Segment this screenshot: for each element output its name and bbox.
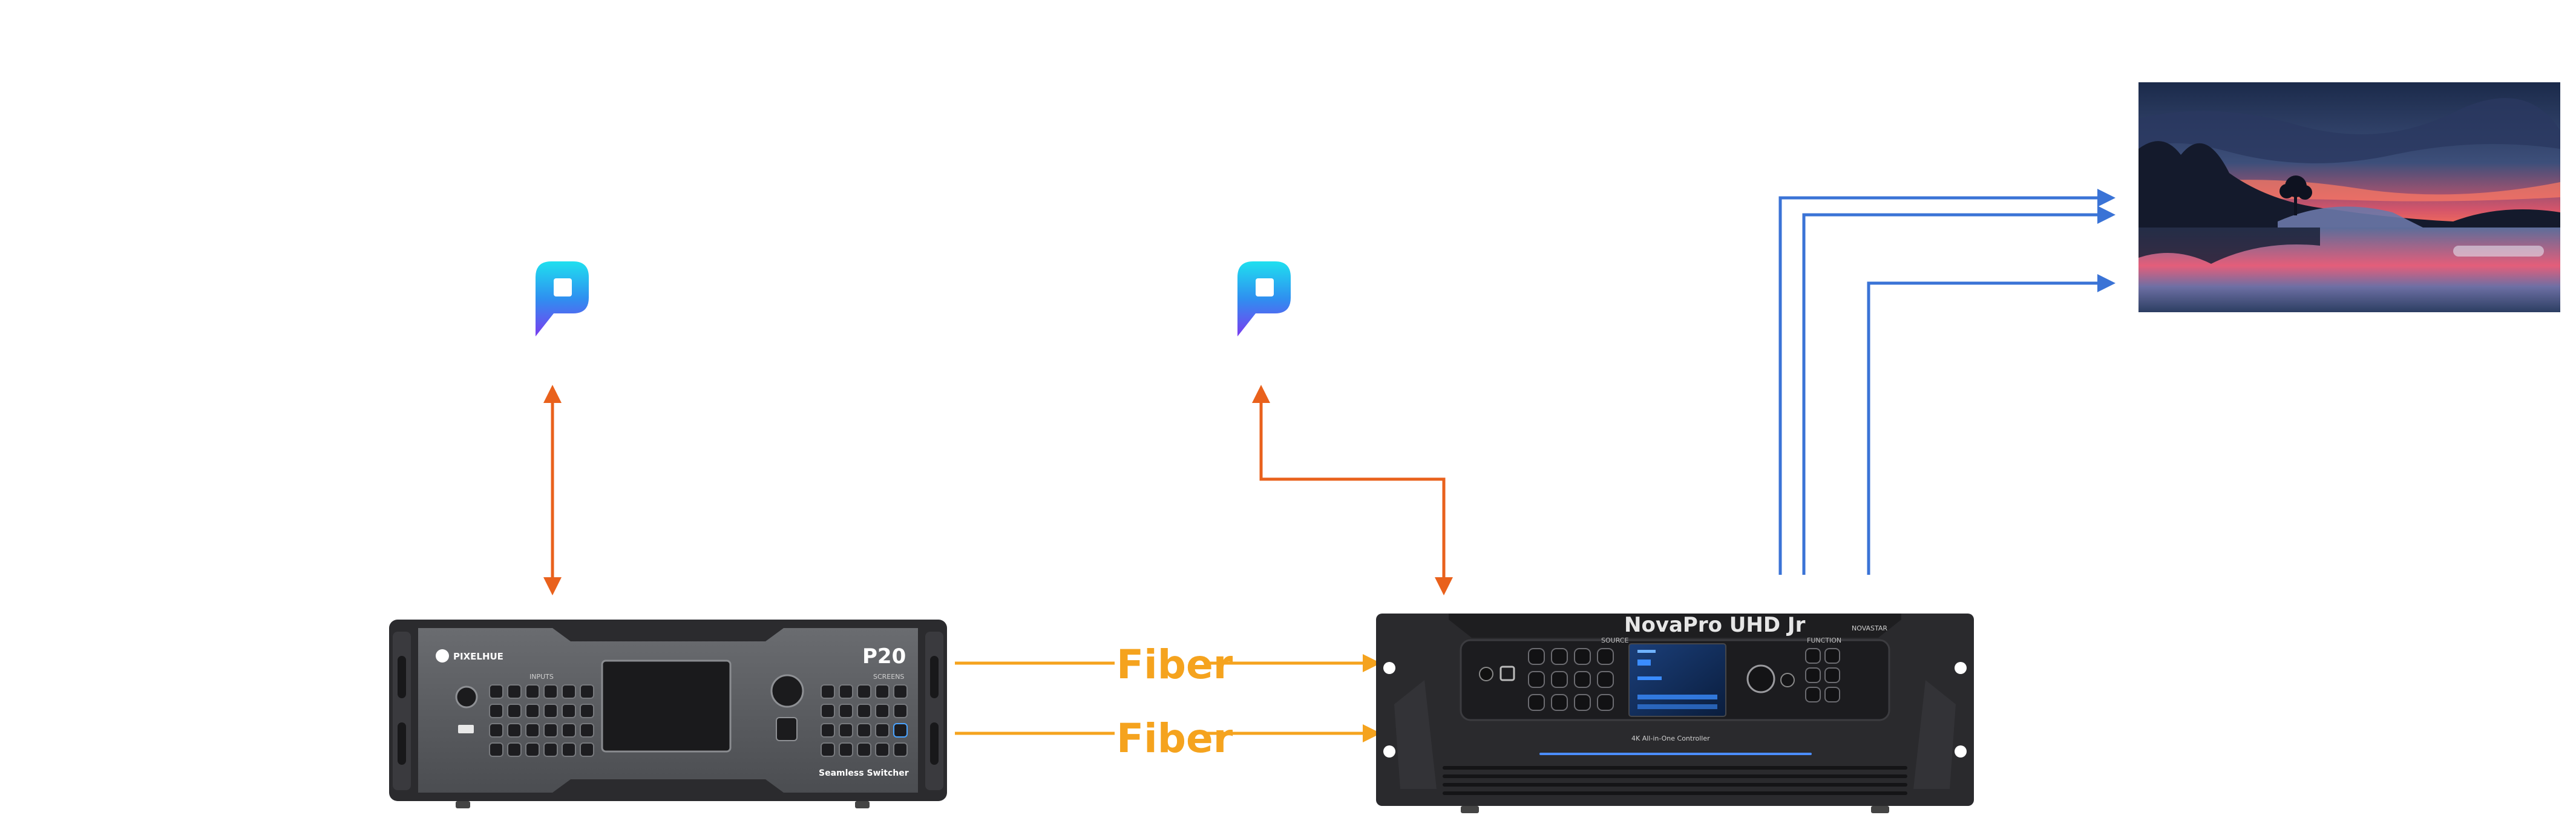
usb-port xyxy=(458,725,474,733)
controller-model: NovaPro UHD Jr xyxy=(1624,613,1806,637)
rack-ear-left xyxy=(393,632,411,790)
rack-ear-right xyxy=(925,632,943,790)
screens-section-label: SCREENS xyxy=(873,673,904,681)
switcher-model: P20 xyxy=(862,644,906,669)
screen-button-grid[interactable] xyxy=(821,684,908,757)
rotary-knob[interactable] xyxy=(770,674,804,708)
inputs-section-label: INPUTS xyxy=(529,673,554,681)
controller-menu-button[interactable] xyxy=(1499,666,1515,681)
led-display-image xyxy=(2138,82,2560,312)
source-section-label: SOURCE xyxy=(1601,637,1628,644)
software-logo-right xyxy=(1237,261,1291,336)
output-link-3 xyxy=(1867,274,2116,575)
fiber-label-1: Fiber xyxy=(1116,641,1233,688)
controller-power-button[interactable] xyxy=(1479,667,1493,681)
source-button-grid[interactable] xyxy=(1528,648,1614,711)
controller-knob[interactable] xyxy=(1746,664,1775,693)
vent-grille xyxy=(1443,766,1907,795)
status-light-bar xyxy=(1539,753,1812,755)
power-knob[interactable] xyxy=(455,686,478,709)
input-button-grid[interactable] xyxy=(489,684,594,757)
function-section-label: FUNCTION xyxy=(1807,637,1841,644)
p-logo-icon xyxy=(536,261,589,336)
switcher-subtitle: Seamless Switcher xyxy=(819,768,909,778)
controller-back-button[interactable] xyxy=(1780,673,1795,687)
fiber-label-2: Fiber xyxy=(1116,715,1233,762)
fiber-link-2: Fiber xyxy=(955,715,1381,762)
controller-brand: NOVASTAR xyxy=(1852,624,1887,632)
switcher-brand: PIXELHUE xyxy=(453,651,503,662)
software-logo-left xyxy=(536,261,589,336)
switcher-lcd-screen xyxy=(601,660,732,753)
function-button-grid[interactable] xyxy=(1805,648,1840,702)
switcher-device: PIXELHUE P20 Seamless Switcher INPUTS SC… xyxy=(389,620,947,808)
p-logo-icon xyxy=(1237,261,1291,336)
fiber-link-1: Fiber xyxy=(955,641,1381,688)
output-link-1 xyxy=(1778,189,2116,575)
take-button[interactable] xyxy=(776,717,798,741)
controller-device: NovaPro UHD Jr NOVASTAR SOURCE FUNCTION xyxy=(1376,613,1974,813)
controller-subtitle: 4K All-in-One Controller xyxy=(1631,735,1710,742)
control-link-controller xyxy=(1252,385,1453,595)
output-link-2 xyxy=(1802,206,2116,575)
brand-logo xyxy=(436,649,449,663)
